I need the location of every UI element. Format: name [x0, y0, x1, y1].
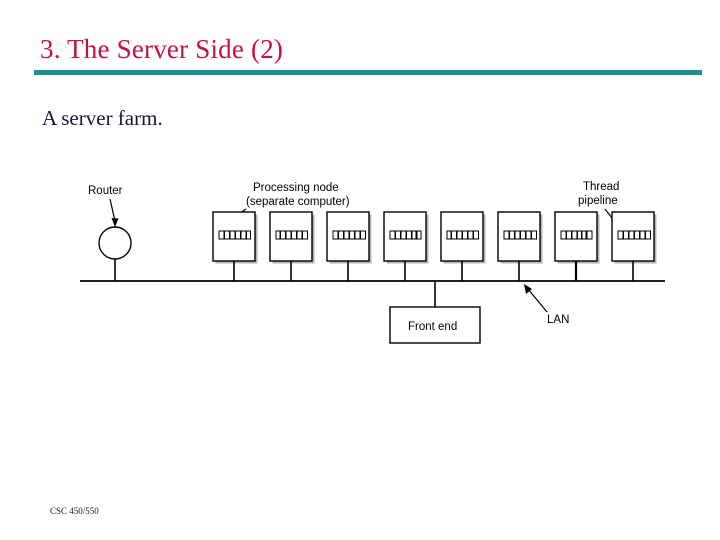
thread-pipeline-cells	[446, 230, 479, 240]
front-end-label: Front end	[408, 321, 457, 333]
thread-pipeline-cells	[275, 230, 308, 240]
lan-leader-arrow	[524, 284, 548, 313]
thread-pipeline-cells	[332, 230, 366, 240]
page-title: 3. The Server Side (2)	[40, 34, 284, 64]
router-leader-arrow	[109, 198, 119, 227]
processing-node	[440, 211, 486, 281]
footer-course-code: CSC 450/550	[50, 506, 99, 516]
thread-pipeline-cells	[560, 230, 593, 240]
title-divider	[34, 70, 702, 75]
processing-node	[326, 211, 372, 281]
thread-pipeline-cells	[503, 230, 537, 240]
thread-pipeline-label-line1: Thread	[583, 181, 619, 193]
processing-node	[497, 211, 543, 281]
processing-node-label-line1: Processing node	[253, 182, 339, 194]
thread-pipeline-cells	[218, 230, 251, 240]
server-farm-diagram: Router Processing node (separate compute…	[60, 165, 700, 360]
router-node	[98, 226, 132, 260]
front-end-box	[389, 306, 481, 344]
thread-pipeline-cells	[617, 230, 651, 240]
lan-label: LAN	[547, 314, 569, 326]
processing-node	[383, 211, 429, 281]
thread-pipeline-cells	[389, 230, 422, 240]
processing-node	[212, 211, 258, 281]
processing-node	[554, 211, 600, 281]
processing-node	[611, 211, 657, 281]
processing-node	[269, 211, 315, 281]
processing-node-group	[212, 211, 657, 281]
thread-pipeline-label-line2: pipeline	[578, 195, 618, 207]
body-text: A server farm.	[42, 106, 163, 130]
processing-node-label-line2: (separate computer)	[246, 196, 350, 208]
router-label: Router	[88, 185, 123, 197]
